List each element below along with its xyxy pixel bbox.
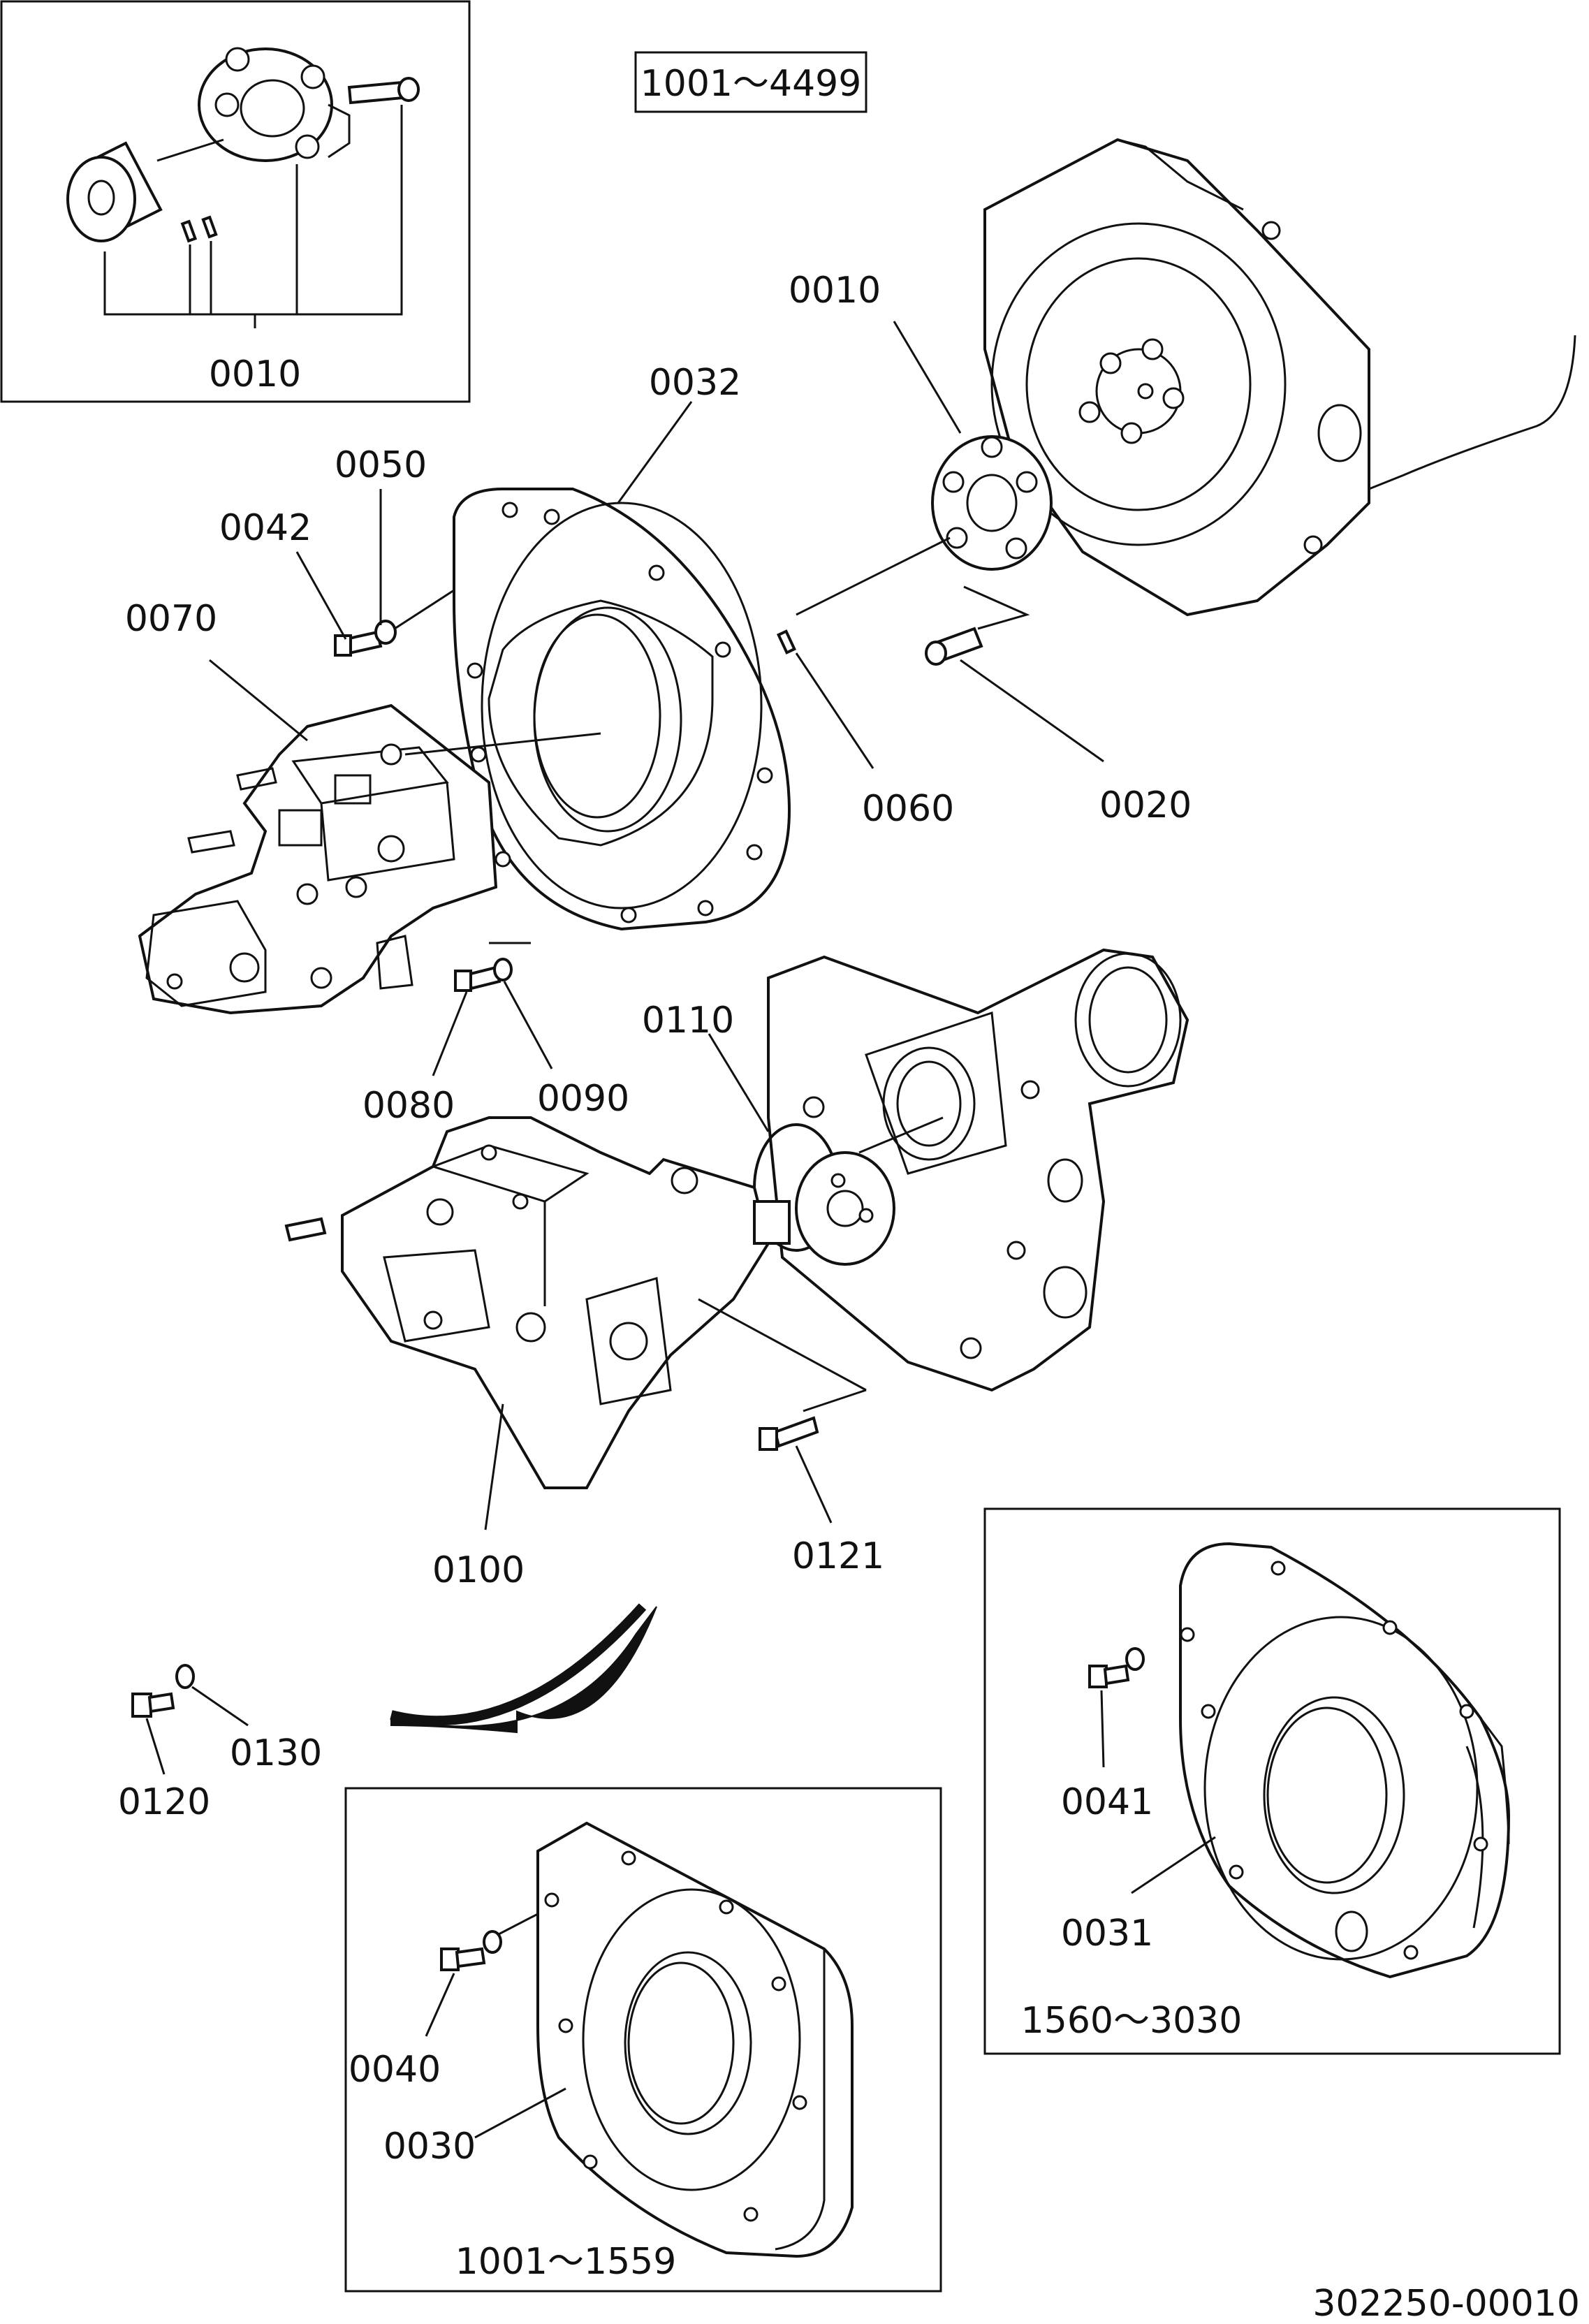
part-label-0120: 0120 [118,1781,210,1823]
part-label-0032: 0032 [649,362,741,404]
coupling-element-drawing [198,47,351,162]
part-label-0010: 0010 [789,270,881,312]
part-label-0080: 0080 [363,1085,455,1127]
bolt-0040-drawing [440,1947,486,1971]
part-label-0030: 0030 [383,2126,476,2168]
part-label-0070: 0070 [125,598,217,640]
part-label-0010-inset: 0010 [209,353,301,395]
part-label-0020: 0020 [1099,784,1192,826]
bolt-0042-drawing [334,630,383,657]
washer-0090-drawing [493,958,513,981]
washer-0050-drawing [374,620,397,645]
change-arrow-icon [390,1606,657,1734]
flywheel-housing-drawing [983,138,1576,617]
part-label-0090: 0090 [537,1078,629,1120]
washer-0130-drawing [175,1664,195,1689]
part-label-0100: 0100 [432,1549,525,1591]
gearbox-drawing [767,948,1189,1392]
part-label-0050: 0050 [335,444,427,486]
serial-range-top: 1001～4499 [640,63,862,105]
bolt-drawing [347,77,420,105]
serial-range-bottom-right: 1560～3030 [1021,2000,1243,2042]
adapter-plate-0032-drawing [453,488,791,931]
part-label-0042: 0042 [219,507,312,549]
bolt-0121-drawing [759,1416,819,1451]
variant-inset-1560-3030: 0041 0031 1560～3030 [983,1507,1561,2055]
part-label-0130: 0130 [230,1732,322,1774]
serial-range-bottom-left: 1001～1559 [455,2241,677,2283]
bolt-0080-drawing [454,965,501,992]
part-label-0040: 0040 [349,2049,441,2091]
adapter-plate-0030-drawing [536,1821,854,2258]
part-label-0060: 0060 [862,788,954,830]
adapter-plate-0031-drawing [1179,1542,1511,1979]
washer-0041-drawing [1125,1647,1145,1671]
variant-inset-1001-1559: 0040 0030 1001～1559 [344,1787,942,2293]
part-label-0031: 0031 [1061,1913,1153,1954]
part-label-0110: 0110 [642,1000,734,1042]
bolt-0020-drawing [925,627,983,666]
pump-0100-drawing [284,1116,791,1489]
pump-0070-drawing [138,703,498,1015]
coupling-assembled-drawing [931,435,1053,571]
part-label-0041: 0041 [1061,1781,1153,1823]
flange-drawing [795,1151,895,1266]
bolt-0120-drawing [131,1692,175,1718]
serial-range-top-box: 1001～4499 [634,51,867,113]
hub-drawing [66,141,163,242]
part-label-0121: 0121 [792,1535,884,1577]
washer-0040-drawing [483,1930,502,1954]
coupling-inset: 0010 [0,0,471,403]
drawing-number: 302250-00010 [1312,2283,1580,2324]
bolt-0041-drawing [1088,1664,1130,1688]
